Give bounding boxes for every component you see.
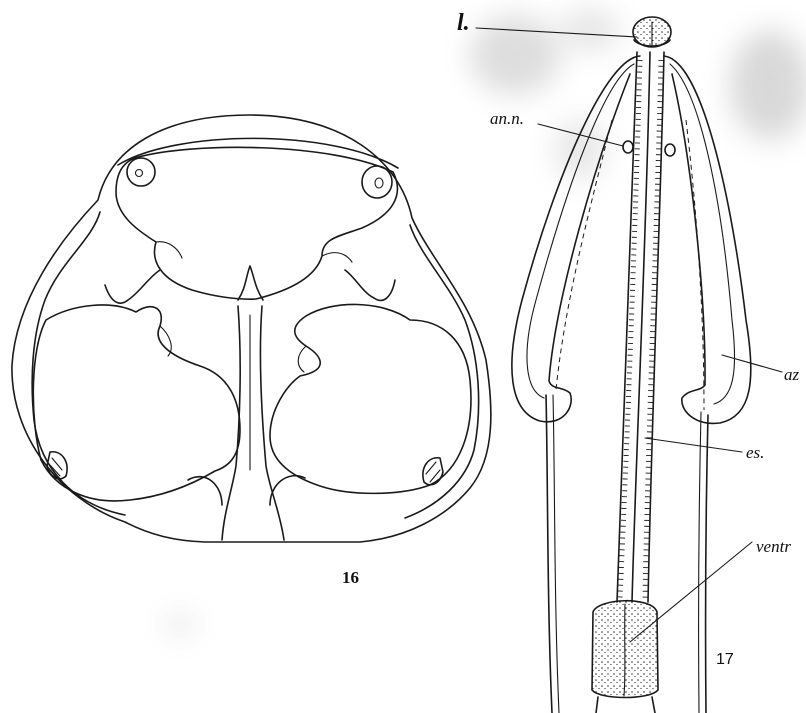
intestine-wall-right: [652, 697, 655, 713]
label-amphid: az: [784, 365, 800, 384]
cell-outer: [127, 158, 155, 186]
smudge: [730, 30, 806, 140]
ventral-fold-left: [188, 477, 222, 505]
ventricle: [592, 601, 658, 713]
dorsal-lobe-fold-left: [156, 242, 182, 258]
figure-16-number: 16: [342, 568, 359, 587]
smudge: [560, 10, 620, 50]
body-wall-left-outer: [546, 395, 552, 713]
body-wall-left-inner: [553, 395, 559, 713]
amphid-left-outer: [512, 56, 640, 422]
amphid-nerve-cell-left: [623, 141, 633, 153]
amphid-nerve-cell-right: [665, 144, 675, 156]
label-ventricle: ventr: [756, 537, 791, 556]
lateral-chord-right: [423, 458, 443, 485]
sublateral-fold-right: [345, 270, 395, 300]
label-esophagus: es.: [746, 443, 764, 462]
central-column-right: [260, 306, 284, 540]
cell-nucleus: [136, 170, 143, 177]
central-column-left: [222, 306, 240, 540]
chord-hatching: [426, 462, 440, 482]
lateral-cell-left: [127, 158, 155, 186]
lateral-cell-right: [362, 166, 392, 198]
sublateral-fold-left: [105, 270, 160, 303]
subventral-lobe-left: [33, 305, 240, 501]
lip-region: [633, 17, 671, 47]
leader-line-esophagus: [645, 438, 742, 452]
label-amphid-nerve: an.n.: [490, 109, 524, 128]
dorsal-lobe-fold-right: [322, 253, 352, 262]
subventral-lobe-right-fold: [298, 346, 306, 372]
outer-body-wall: [12, 115, 491, 542]
leader-line-amphid: [722, 355, 782, 372]
smudge: [470, 15, 560, 95]
esophagus-wall-right: [648, 52, 664, 602]
cell-nucleus: [375, 178, 383, 188]
figure-16-cross-section: 16: [12, 115, 491, 587]
body-wall-right-inner: [699, 412, 701, 713]
chord-outline: [423, 458, 443, 485]
label-lip: l.: [457, 10, 470, 36]
figure-17-number: 17: [716, 651, 734, 668]
intestine-wall-left: [596, 697, 598, 713]
body-wall-right-outer: [706, 415, 708, 713]
amphid-left: [512, 56, 640, 422]
cell-outer: [362, 166, 392, 198]
smudge: [168, 615, 192, 635]
smudge: [555, 120, 605, 180]
dorsal-lobe: [116, 147, 397, 299]
esophagus: [617, 52, 664, 602]
dorsal-lobe-notch: [238, 266, 263, 300]
